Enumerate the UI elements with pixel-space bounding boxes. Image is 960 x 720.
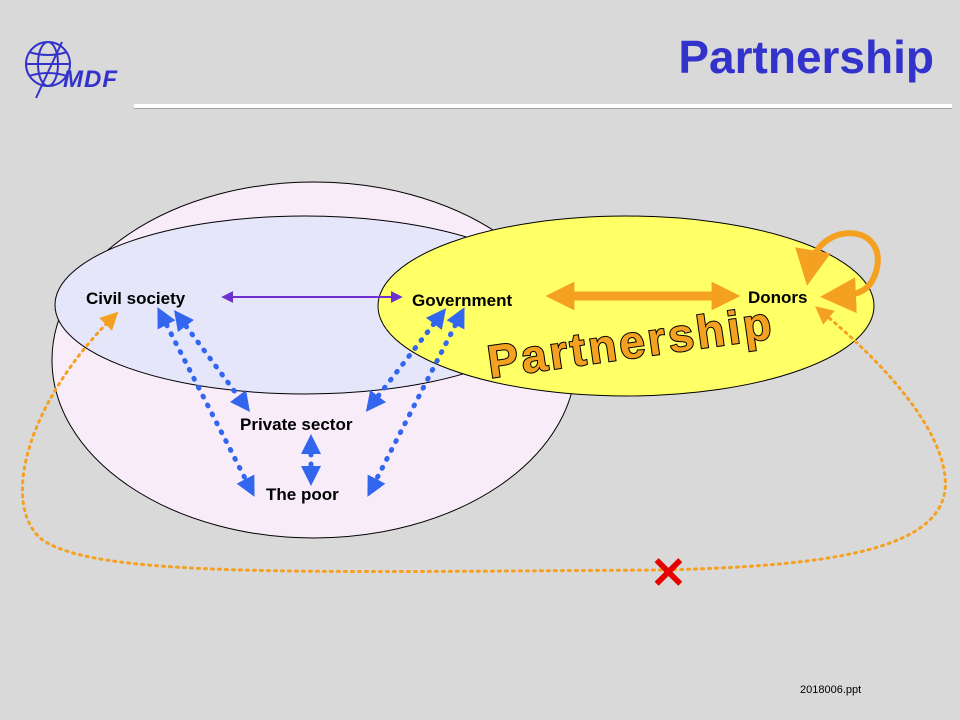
donors-self-loop-arrow [795, 230, 881, 314]
broken-link-cross: ✕ [650, 549, 687, 598]
label-donors: Donors [748, 288, 808, 307]
label-government: Government [412, 291, 512, 310]
civil-poor-arrow [157, 307, 255, 497]
logo-text: MDF [63, 66, 118, 93]
label-private-sector: Private sector [240, 415, 353, 434]
file-reference: 2018006.ppt [800, 684, 862, 696]
label-the-poor: The poor [266, 485, 339, 504]
government-poor-arrow [367, 307, 465, 497]
label-civil-society: Civil society [86, 289, 186, 308]
civil-donors-loop-arrow [20, 306, 947, 574]
slide-title: Partnership [678, 31, 934, 83]
mdf-globe-logo-icon [25, 41, 71, 99]
title-rule [134, 104, 952, 109]
